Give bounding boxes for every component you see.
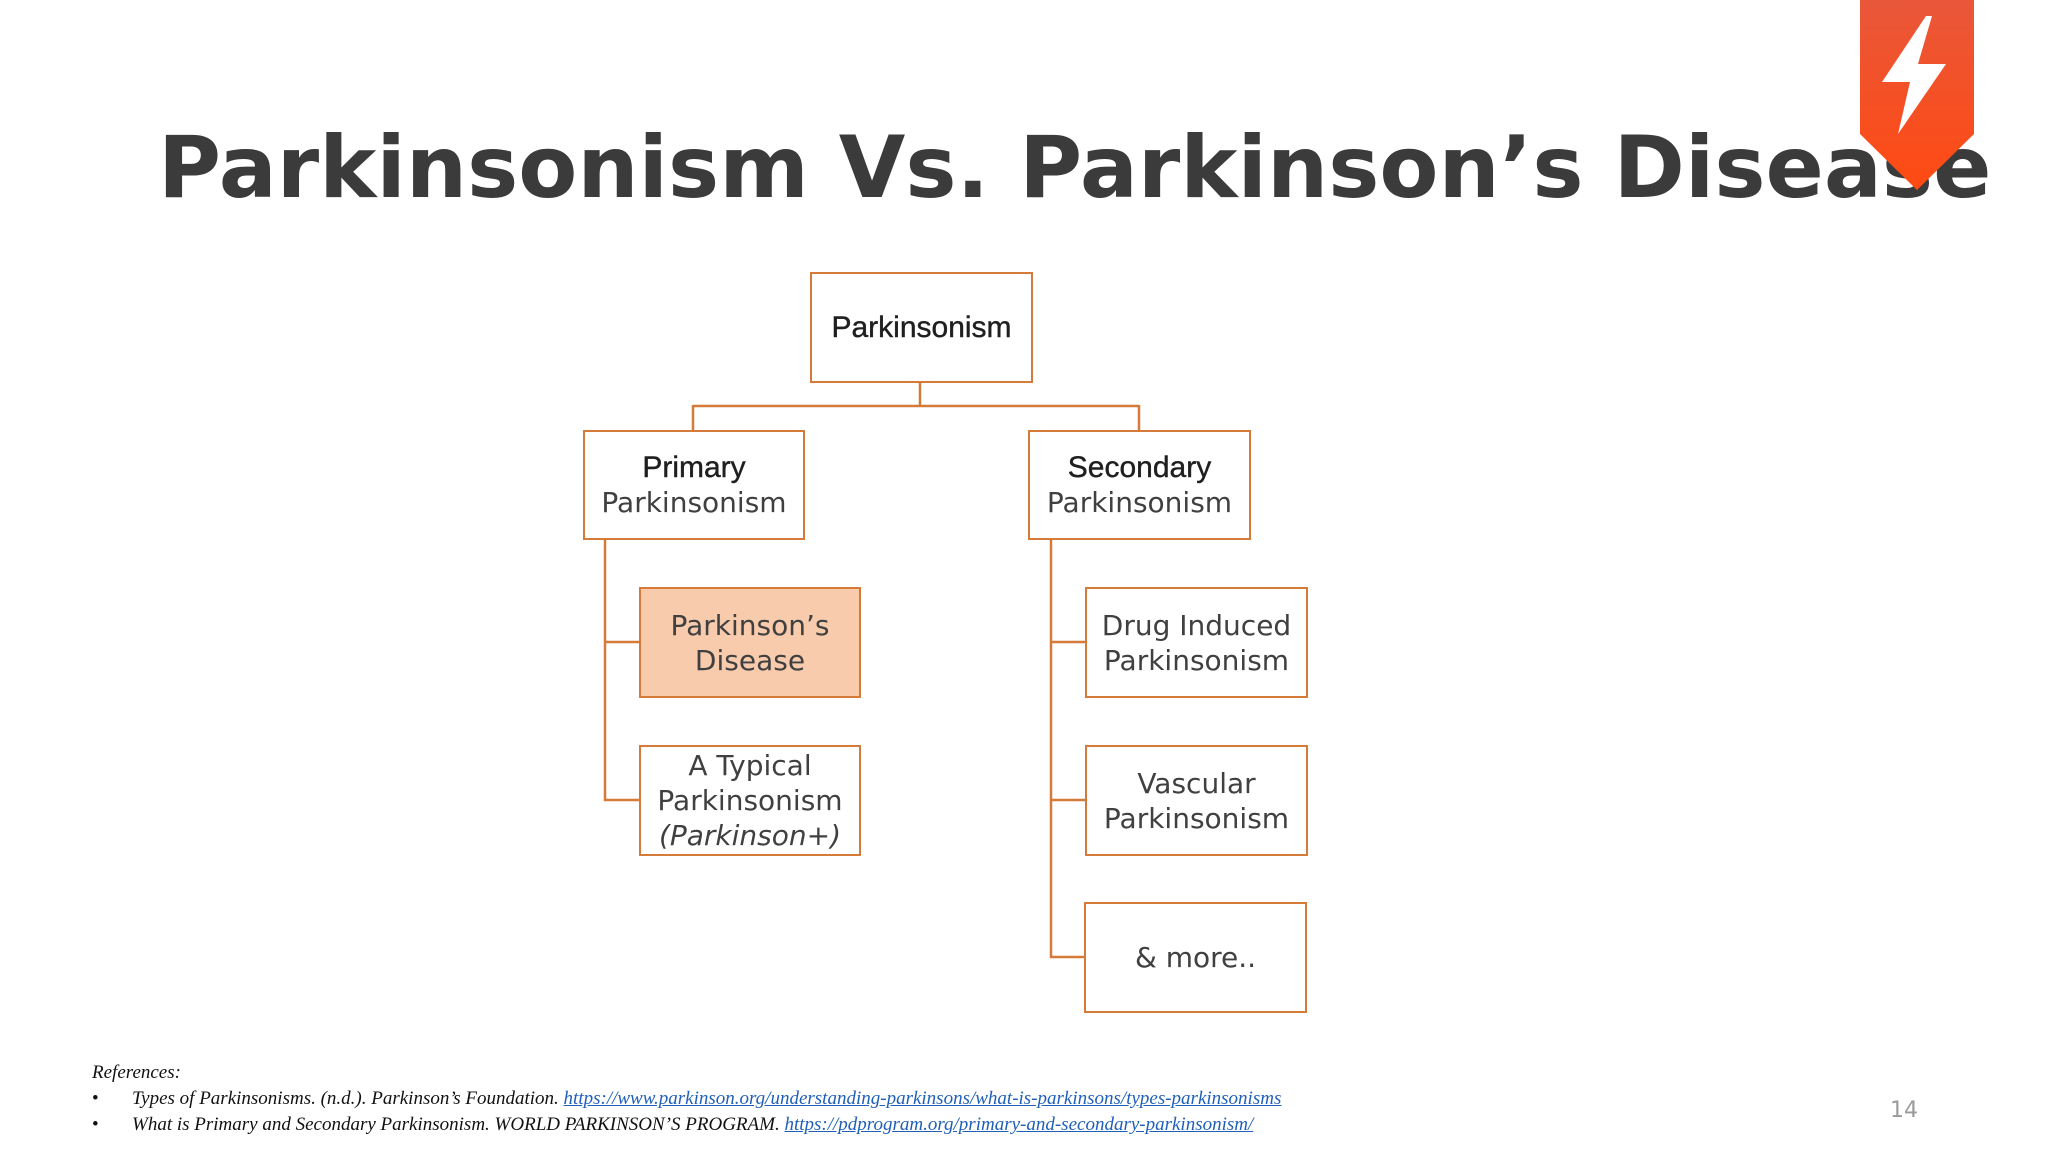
node-atypical-line3: (Parkinson+) [658,819,842,852]
node-drug-induced-parkinsonism: Drug Induced Parkinsonism [1085,587,1308,698]
reference-text: Types of Parkinsonisms. (n.d.). Parkinso… [132,1088,564,1109]
node-drug-induced-line2: Parkinsonism [1103,643,1290,677]
node-parkinsonism: Parkinsonism [810,272,1033,383]
bullet: • [92,1088,99,1109]
reference-item: • Types of Parkinsonisms. (n.d.). Parkin… [92,1086,1281,1112]
node-secondary-label: Parkinsonism [1046,486,1233,519]
node-drug-induced-line1: Drug Induced [1101,608,1292,642]
node-and-more-label: & more.. [1134,941,1257,974]
node-vascular-parkinsonism: Vascular Parkinsonism [1085,745,1308,856]
page-number: 14 [1890,1098,1918,1123]
node-parkinsons-disease-line1: Parkinson’s [670,608,830,642]
node-and-more: & more.. [1084,902,1307,1013]
node-primary-label: Parkinsonism [601,486,787,519]
node-parkinsonism-label: Parkinsonism [831,311,1012,344]
slide-title: Parkinsonism Vs. Parkinson’s Disease [158,118,1992,218]
reference-item: • What is Primary and Secondary Parkinso… [92,1112,1281,1138]
references-heading: References: [92,1062,181,1083]
reference-link[interactable]: https://pdprogram.org/primary-and-second… [784,1114,1254,1135]
node-vascular-line1: Vascular [1137,766,1256,800]
node-secondary-parkinsonism: Secondary Parkinsonism [1028,430,1251,540]
node-vascular-line2: Parkinsonism [1103,801,1290,835]
reference-link[interactable]: https://www.parkinson.org/understanding-… [563,1088,1282,1109]
lightning-bolt-icon [1860,0,1974,190]
bullet: • [92,1114,99,1135]
node-parkinsons-disease-line2: Disease [694,643,806,677]
reference-text: What is Primary and Secondary Parkinsoni… [132,1114,785,1135]
node-atypical-line2: Parkinsonism [657,784,843,817]
node-secondary-label-bold: Secondary [1067,451,1212,484]
node-primary-parkinsonism: Primary Parkinsonism [583,430,805,540]
references: References: • Types of Parkinsonisms. (n… [92,1060,1281,1138]
node-atypical-parkinsonism: A Typical Parkinsonism (Parkinson+) [639,745,861,856]
node-atypical-line1: A Typical [688,749,812,782]
node-parkinsons-disease: Parkinson’s Disease [639,587,861,698]
node-primary-label-bold: Primary [642,451,746,484]
